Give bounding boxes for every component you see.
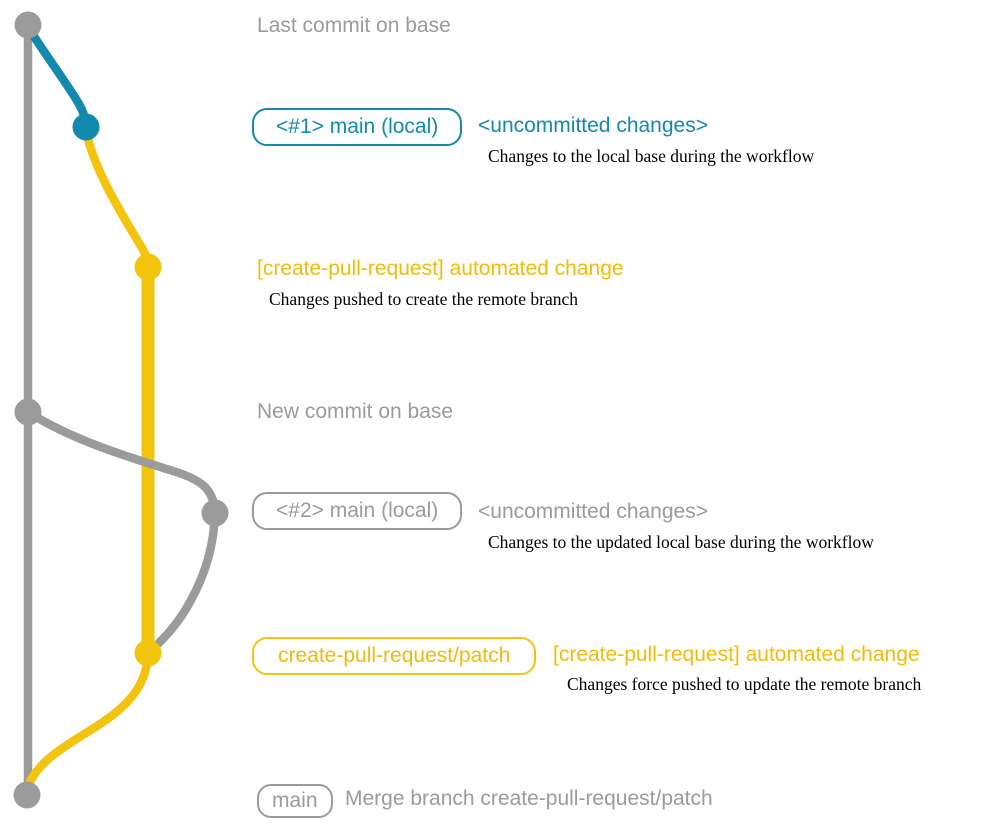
badge-main-local-2: <#2> main (local)	[252, 492, 463, 530]
commit-node-main-local-1	[72, 113, 100, 141]
branch-line-patch-merge	[23, 650, 153, 791]
message-uncommitted-changes-1: <uncommitted changes>	[478, 114, 708, 137]
badge-create-pull-request-patch-label: create-pull-request/patch	[278, 644, 511, 667]
commit-node-merge	[13, 781, 41, 809]
message-automated-change-2: [create-pull-request] automated change	[553, 643, 920, 666]
badge-main-local-2-label: <#2> main (local)	[276, 499, 439, 522]
note-pushed-create-branch: Changes pushed to create the remote bran…	[269, 289, 579, 309]
badge-main: main	[257, 784, 333, 818]
badge-main-label: main	[272, 789, 318, 812]
label-new-commit-on-base: New commit on base	[257, 400, 454, 423]
commit-node-automated-change-1	[134, 253, 162, 281]
commit-node-new-base	[14, 398, 42, 426]
git-graph	[13, 11, 229, 809]
commit-node-main-local-2	[201, 499, 229, 527]
message-automated-change-1: [create-pull-request] automated change	[257, 257, 624, 280]
branch-line-patch-create	[81, 125, 153, 272]
note-local-base-changes: Changes to the local base during the wor…	[488, 146, 815, 166]
label-last-commit-on-base: Last commit on base	[257, 14, 451, 37]
note-force-pushed-update-branch: Changes force pushed to update the remot…	[567, 674, 922, 694]
branch-line-main-local-1	[23, 22, 91, 132]
branch-line-main-local-2-out	[23, 407, 220, 518]
commit-node-last-base	[14, 11, 42, 39]
commit-node-automated-change-2	[134, 639, 162, 667]
note-updated-local-base-changes: Changes to the updated local base during…	[488, 532, 874, 552]
badge-main-local-1: <#1> main (local)	[252, 108, 463, 146]
message-merge-branch: Merge branch create-pull-request/patch	[345, 787, 713, 810]
message-uncommitted-changes-2: <uncommitted changes>	[478, 500, 708, 523]
badge-create-pull-request-patch: create-pull-request/patch	[252, 637, 537, 675]
badge-main-local-1-label: <#1> main (local)	[276, 115, 439, 138]
branch-line-main-local-2-back	[145, 508, 220, 657]
